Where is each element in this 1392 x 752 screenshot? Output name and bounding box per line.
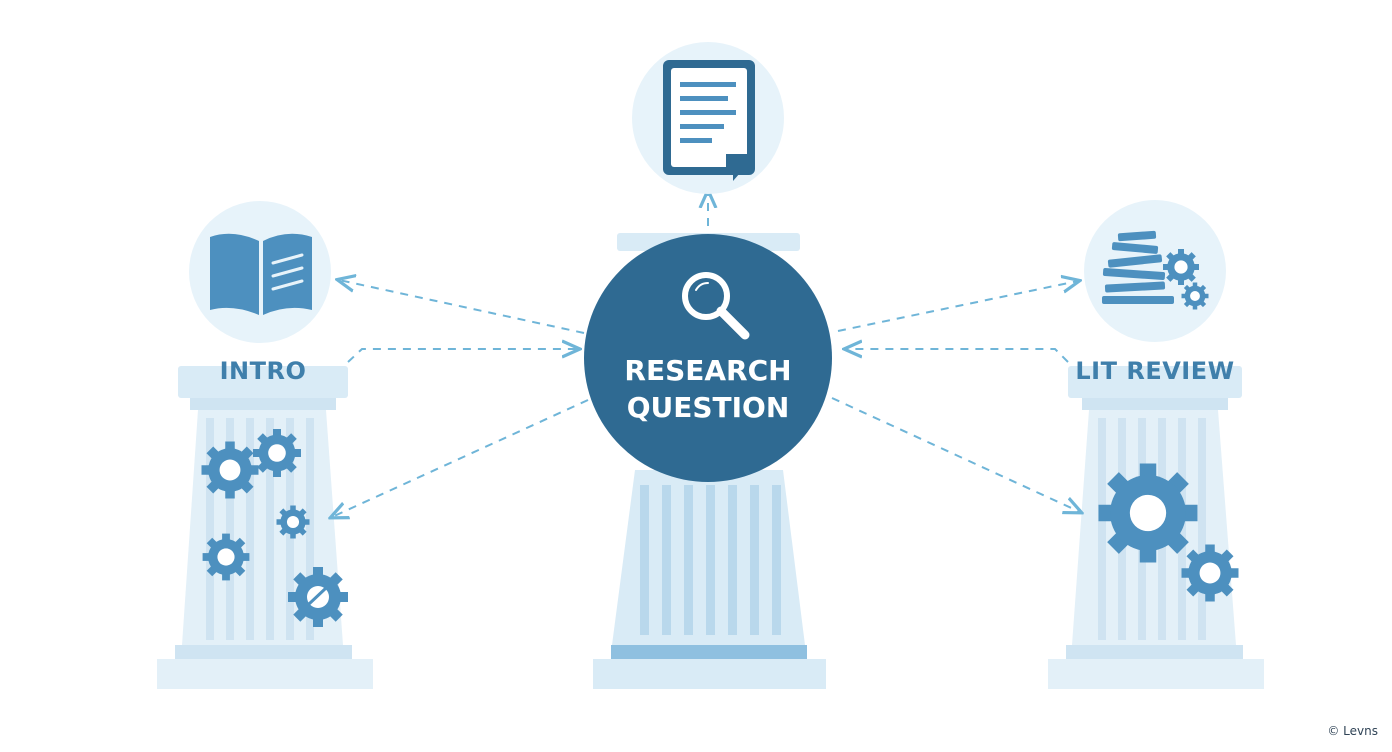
research-question-line-1: RESEARCH — [624, 354, 792, 387]
credit-text: © Levns — [1327, 724, 1378, 738]
gear-icon — [1181, 544, 1239, 602]
arrow-to-intro-icon — [339, 280, 585, 334]
left-pillar — [157, 366, 373, 689]
gear-icon — [1098, 463, 1198, 563]
research-question-line-2: QUESTION — [626, 391, 790, 424]
arrow-litreview-to-question — [846, 349, 1069, 363]
intro-label: INTRO — [219, 357, 307, 385]
lit-review-label: LIT REVIEW — [1075, 357, 1235, 385]
gauge-needle-icon — [307, 586, 328, 606]
arrow-intro-to-question — [347, 349, 578, 363]
gear-icon — [201, 441, 259, 499]
connector-arrows — [332, 192, 1080, 517]
research-question-label: RESEARCH QUESTION — [588, 352, 828, 426]
gear-icon — [202, 533, 250, 581]
research-question-circle — [584, 234, 832, 482]
arrow-to-litreview-icon — [837, 281, 1078, 332]
gear-icon — [276, 505, 310, 539]
arrow-to-intro-pillar — [332, 399, 589, 517]
stacked-papers-gears-icon — [1084, 200, 1226, 342]
open-book-icon — [189, 201, 331, 343]
arrow-to-litreview-pillar — [831, 397, 1080, 512]
document-icon — [632, 42, 784, 194]
magnifier-icon — [682, 272, 750, 340]
gear-icon — [253, 429, 301, 477]
